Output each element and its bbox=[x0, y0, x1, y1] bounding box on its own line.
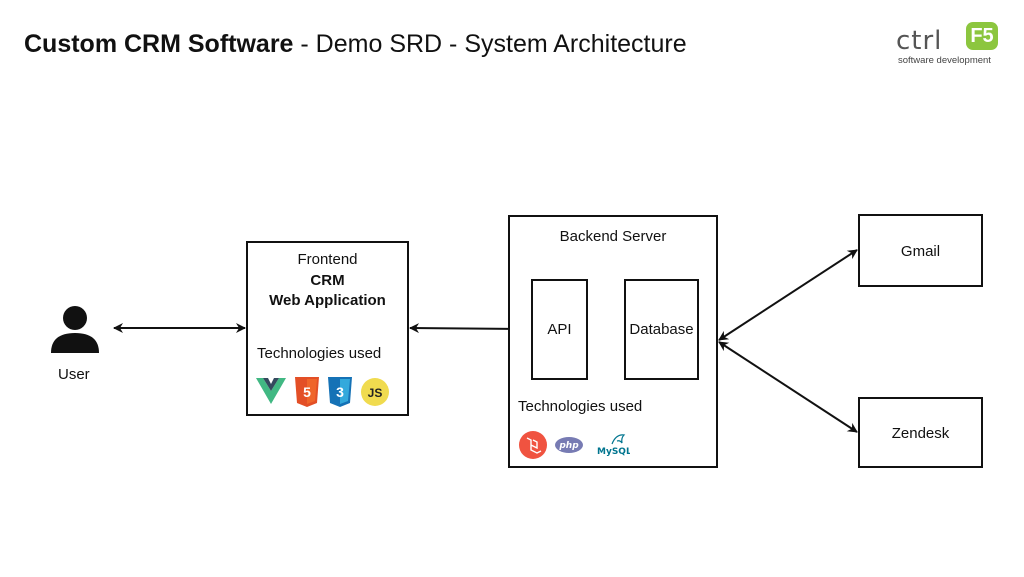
title-bold: Custom CRM Software bbox=[24, 30, 294, 58]
gmail-label: Gmail bbox=[900, 243, 941, 260]
frontend-line2: CRM bbox=[310, 272, 345, 289]
company-logo: ctrl F5 software development bbox=[896, 20, 1002, 68]
logo-tagline: software development bbox=[898, 55, 991, 66]
page-title: Custom CRM Software - Demo SRD - System … bbox=[24, 30, 687, 59]
logo-badge: F5 bbox=[966, 22, 998, 50]
backend-tech-label: Technologies used bbox=[518, 398, 643, 415]
backend-title: Backend Server bbox=[559, 228, 667, 245]
user-icon bbox=[51, 306, 99, 353]
api-label: API bbox=[547, 321, 572, 338]
js-icon: JS bbox=[361, 378, 389, 406]
html5-text: 5 bbox=[303, 384, 311, 400]
laravel-icon bbox=[519, 431, 547, 459]
frontend-tech-label: Technologies used bbox=[257, 345, 382, 362]
mysql-icon: MySQL bbox=[597, 434, 630, 457]
backend-zendesk-arrow bbox=[718, 341, 858, 433]
zendesk-box bbox=[858, 397, 983, 468]
title-rest: - Demo SRD - System Architecture bbox=[293, 30, 687, 58]
database-box bbox=[624, 279, 699, 380]
vue-icon bbox=[256, 378, 286, 404]
css3-text: 3 bbox=[336, 384, 344, 400]
css3-icon: 3 bbox=[328, 377, 352, 407]
frontend-line1: Frontend bbox=[297, 251, 358, 268]
logo-word: ctrl bbox=[896, 26, 943, 56]
js-text: JS bbox=[368, 386, 383, 400]
html5-icon: 5 bbox=[295, 377, 319, 407]
backend-gmail-arrow bbox=[718, 249, 858, 341]
user-label: User bbox=[58, 366, 90, 383]
database-label: Database bbox=[629, 321, 694, 338]
mysql-text: MySQL bbox=[597, 447, 630, 457]
api-box bbox=[531, 279, 588, 380]
frontend-line3: Web Application bbox=[269, 292, 386, 309]
php-text: php bbox=[558, 441, 579, 451]
php-icon: php bbox=[555, 437, 583, 453]
zendesk-label: Zendesk bbox=[891, 425, 950, 442]
gmail-box bbox=[858, 214, 983, 287]
